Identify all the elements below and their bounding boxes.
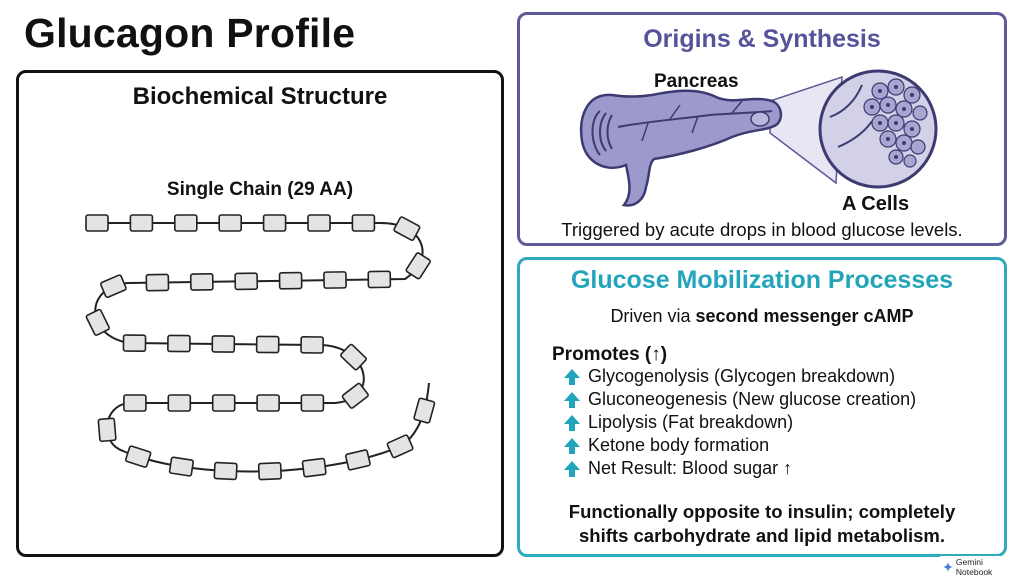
peptide-chain-diagram <box>85 214 436 481</box>
amino-acid-residue <box>393 216 421 241</box>
amino-acid-residue <box>278 271 303 290</box>
amino-acid-residue <box>85 214 109 232</box>
up-arrow-icon <box>564 414 580 431</box>
conclusion-text: Functionally opposite to insulin; comple… <box>530 500 994 548</box>
amino-acid-residue <box>123 394 147 412</box>
badge-text: Gemini Notebook <box>955 557 993 577</box>
list-item: Net Result: Blood sugar ↑ <box>562 457 916 480</box>
structure-heading: Biochemical Structure <box>132 83 388 110</box>
amino-acid-residue <box>234 272 259 291</box>
amino-acid-residue <box>341 382 369 409</box>
amino-acid-residue <box>129 214 154 232</box>
process-item-label: Ketone body formation <box>588 435 770 455</box>
origins-heading: Origins & Synthesis <box>643 25 881 53</box>
structure-panel: Biochemical Structure Single Chain (29 A… <box>16 70 504 557</box>
origins-illustration <box>579 69 938 207</box>
driven-line: Driven via second messenger cAMP <box>520 306 1004 327</box>
amino-acid-residue <box>122 334 147 352</box>
amino-acid-residue <box>85 308 110 336</box>
amino-acid-residue <box>211 335 236 353</box>
amino-acid-residue <box>262 214 287 232</box>
conclusion-line-2: shifts carbohydrate and lipid metabolism… <box>579 525 945 546</box>
amino-acid-residue <box>405 252 431 280</box>
amino-acid-residue <box>97 417 117 443</box>
process-item-label: Glycogenolysis (Glycogen breakdown) <box>588 366 896 386</box>
amino-acid-residue <box>124 445 152 468</box>
pancreas-icon <box>579 89 783 207</box>
list-item: Glycogenolysis (Glycogen breakdown) <box>562 365 916 388</box>
promotes-label: Promotes (↑) <box>552 344 668 365</box>
list-item: Gluconeogenesis (New glucose creation) <box>562 388 916 411</box>
trigger-text: Triggered by acute drops in blood glucos… <box>561 219 963 240</box>
amino-acid-residue <box>256 394 280 412</box>
up-arrow-icon <box>564 460 580 477</box>
process-item-label: Net Result: Blood sugar ↑ <box>588 458 793 478</box>
amino-acid-residue <box>255 335 280 354</box>
amino-acid-residue <box>213 461 238 481</box>
process-list: Glycogenolysis (Glycogen breakdown) Gluc… <box>562 365 916 480</box>
a-cells-label: A Cells <box>842 193 910 215</box>
amino-acid-residue <box>300 394 325 412</box>
amino-acid-residue <box>300 336 324 354</box>
amino-acid-residue <box>218 214 242 232</box>
a-cells-magnifier-icon <box>818 69 938 189</box>
page-title: Glucagon Profile <box>24 10 356 56</box>
gemini-notebook-badge: Gemini Notebook <box>940 556 1024 578</box>
process-item-label: Gluconeogenesis (New glucose creation) <box>588 389 917 409</box>
amino-acid-residue <box>257 462 282 481</box>
amino-acid-residue <box>386 434 414 459</box>
origins-panel: Origins & Synthesis Pancreas A Cells Tri… <box>517 12 1007 246</box>
amino-acid-residue <box>99 274 127 299</box>
amino-acid-residue <box>211 394 236 412</box>
amino-acid-residue <box>167 394 192 412</box>
glucose-heading: Glucose Mobilization Processes <box>570 266 954 294</box>
up-arrow-icon <box>564 391 580 408</box>
up-arrow-icon <box>564 368 580 385</box>
amino-acid-residue <box>168 456 195 477</box>
list-item: Lipolysis (Fat breakdown) <box>562 411 916 434</box>
amino-acid-residue <box>301 457 327 478</box>
list-item: Ketone body formation <box>562 434 916 457</box>
amino-acid-residue <box>174 214 198 232</box>
amino-acid-residue <box>344 449 371 471</box>
driven-prefix: Driven via <box>610 306 696 326</box>
amino-acid-residue <box>351 214 376 232</box>
chain-label: Single Chain (29 AA) <box>166 179 354 200</box>
amino-acid-residue <box>189 272 214 291</box>
process-item-label: Lipolysis (Fat breakdown) <box>588 412 794 432</box>
amino-acid-residue <box>413 397 436 424</box>
amino-acid-residue <box>167 334 191 353</box>
glucose-panel: Glucose Mobilization Processes Driven vi… <box>517 257 1007 557</box>
amino-acid-residue <box>367 270 392 289</box>
up-arrow-icon <box>564 437 580 454</box>
gemini-icon <box>943 562 953 572</box>
amino-acid-residue <box>340 343 367 371</box>
conclusion-line-1: Functionally opposite to insulin; comple… <box>568 501 956 522</box>
amino-acid-residue <box>307 214 331 232</box>
pancreas-label: Pancreas <box>654 71 739 92</box>
amino-acid-residue <box>145 273 170 292</box>
driven-messenger: second messenger cAMP <box>695 306 914 326</box>
amino-acid-residue <box>323 271 347 289</box>
